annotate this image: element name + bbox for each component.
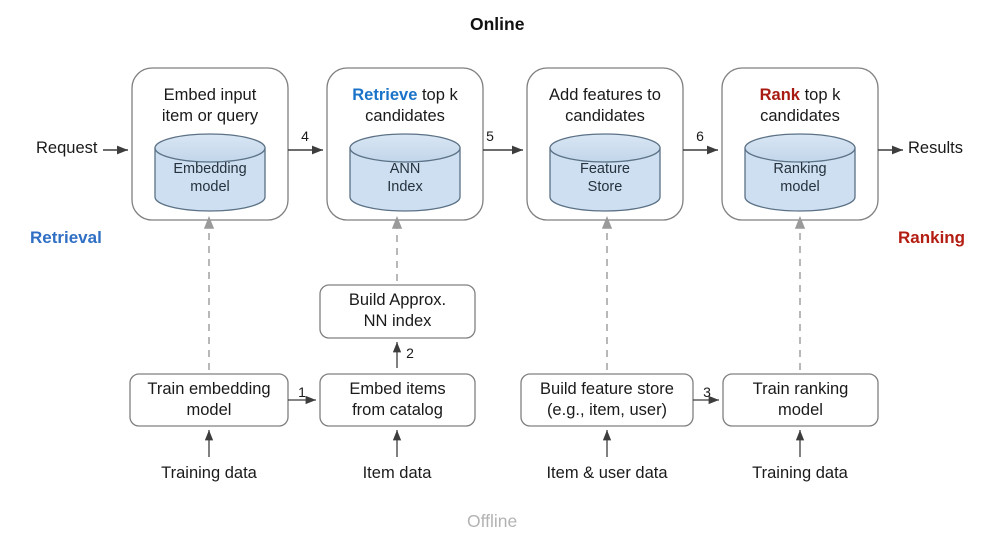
cylinder-ann-index <box>349 133 461 212</box>
stage-title-line1: Rank top k <box>722 85 878 106</box>
input-label-request: Request <box>36 139 98 157</box>
output-label-results: Results <box>908 139 964 157</box>
offline-title-line1: Train ranking <box>752 380 849 398</box>
stage-title-line2: candidates <box>365 107 445 125</box>
offline-title-line1: Build feature store <box>540 380 674 398</box>
offline-title-line1: Embed items <box>349 380 446 398</box>
stage-title-line2: item or query <box>161 107 259 125</box>
cylinder-embedding-model <box>154 133 266 212</box>
box-train-ranking-model <box>722 373 879 427</box>
cylinder-label-line2: Store <box>587 179 623 195</box>
offline-title-build-feature-store: Build feature store (e.g., item, user) <box>521 379 693 421</box>
box-build-approx-nn-index <box>319 284 476 339</box>
cylinder-label-line1: Embedding <box>173 161 247 177</box>
source-label-item-data: Item data <box>362 464 432 482</box>
flow-number-4: 4 <box>301 128 309 144</box>
offline-title-train-embedding-model: Train embedding model <box>130 379 288 421</box>
offline-title-line2: model <box>186 401 232 419</box>
offline-title-line2: (e.g., item, user) <box>546 401 668 419</box>
datastore-cylinders <box>154 133 856 212</box>
source-label-item-user-data: Item & user data <box>546 464 668 482</box>
cylinder-label-line1: Ranking <box>773 161 827 177</box>
cylinder-label-ranking-model: Ranking model <box>745 160 855 196</box>
flow-number-3: 3 <box>703 384 711 400</box>
cylinder-ranking-model <box>744 133 856 212</box>
cylinder-label-line2: model <box>780 179 820 195</box>
stage-title-rank-topk: Rank top k candidates <box>722 85 878 127</box>
stage-title-line1: Add features to <box>549 86 661 104</box>
band-label-retrieval: Retrieval <box>30 228 102 247</box>
offline-label: Offline <box>467 511 518 531</box>
cylinder-label-feature-store: Feature Store <box>550 160 660 196</box>
stage-title-retrieve-topk: Retrieve top k candidates <box>327 85 483 127</box>
stage-title-embed-input: Embed input item or query <box>132 85 288 127</box>
cylinder-label-line1: Feature <box>580 161 630 177</box>
stage-title-line1: Embed input <box>163 86 257 104</box>
box-embed-items-from-catalog <box>319 373 476 427</box>
offline-title-line1: Build Approx. <box>348 291 447 309</box>
offline-title-line1: Train embedding <box>147 380 271 398</box>
offline-title-embed-items-from-catalog: Embed items from catalog <box>320 379 475 421</box>
stage-title-line2: candidates <box>565 107 645 125</box>
cylinder-feature-store <box>549 133 661 212</box>
cylinder-label-line1: ANN <box>389 161 421 177</box>
source-label-training-data-2: Training data <box>752 464 848 482</box>
offline-title-build-approx-nn-index: Build Approx. NN index <box>320 290 475 332</box>
stage-title-line1-rest: top k <box>800 86 841 104</box>
offline-flow-arrows <box>204 342 805 457</box>
online-label: Online <box>470 14 525 34</box>
offline-title-line2: NN index <box>363 312 432 330</box>
offline-title-line2: from catalog <box>352 401 443 419</box>
offline-stage-boxes <box>129 284 879 427</box>
offline-title-train-ranking-model: Train ranking model <box>723 379 878 421</box>
cylinder-label-ann-index: ANN Index <box>350 160 460 196</box>
keyword-retrieve: Retrieve <box>352 86 418 104</box>
offline-to-online-dashed-arrows <box>203 216 806 370</box>
stage-title-add-features: Add features to candidates <box>524 85 686 127</box>
source-label-training-data-1: Training data <box>161 464 257 482</box>
stage-title-line1-rest: top k <box>417 86 458 104</box>
stage-title-line2: candidates <box>760 107 840 125</box>
cylinder-label-line2: model <box>190 179 230 195</box>
flow-number-1: 1 <box>298 384 306 400</box>
cylinder-label-line2: Index <box>387 179 423 195</box>
offline-title-line2: model <box>778 401 823 419</box>
keyword-rank: Rank <box>759 86 800 104</box>
flow-number-5: 5 <box>486 128 494 144</box>
cylinder-label-embedding-model: Embedding model <box>155 160 265 196</box>
flow-number-6: 6 <box>696 128 704 144</box>
band-label-ranking: Ranking <box>898 228 966 247</box>
flow-number-2: 2 <box>406 345 414 361</box>
stage-title-line1: Retrieve top k <box>327 85 483 106</box>
